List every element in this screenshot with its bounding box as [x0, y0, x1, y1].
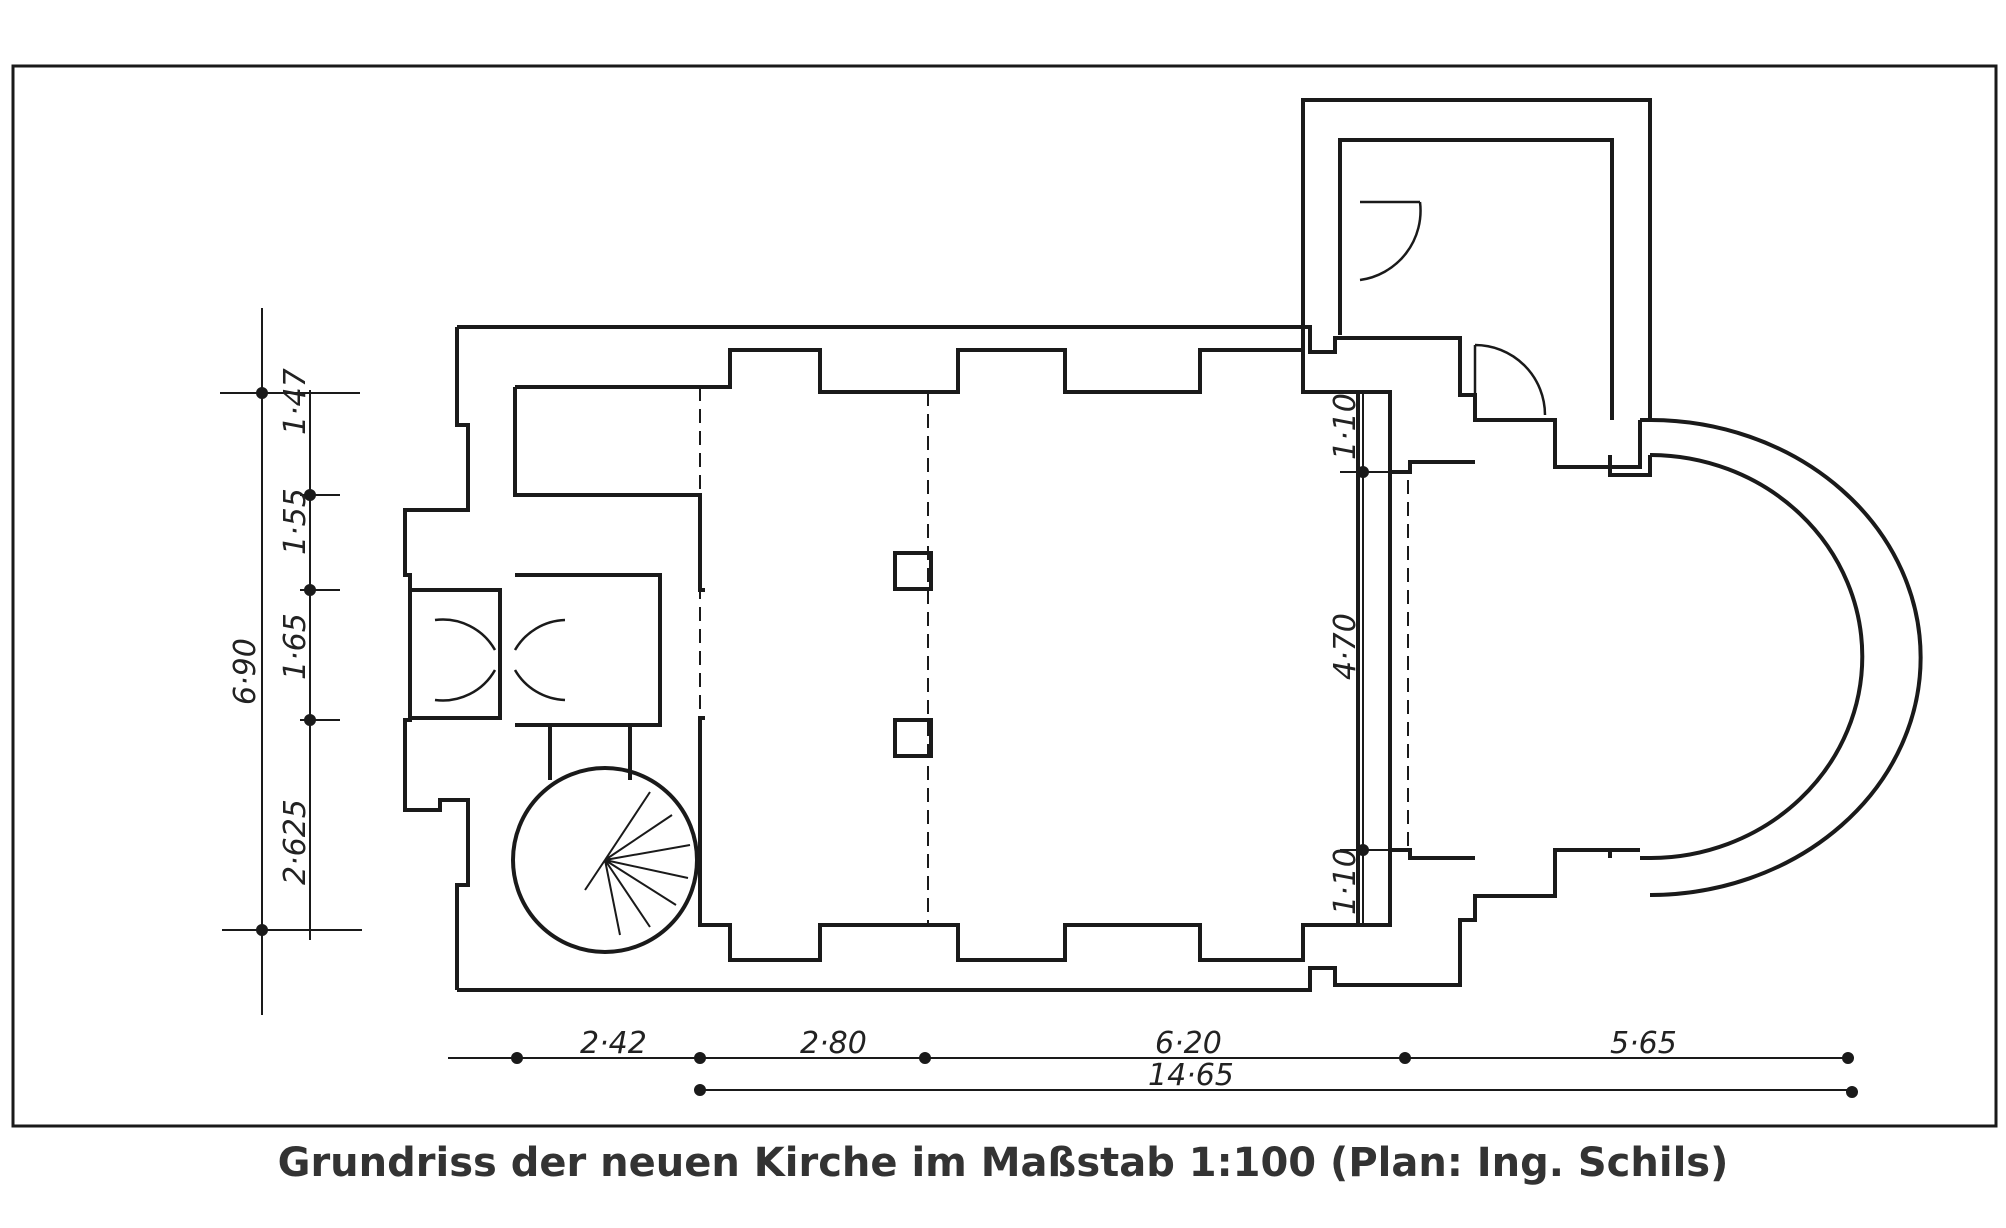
dimension-labels: 2·42 2·80 6·20 5·65 14·65 6·90 1·47 1·55…: [228, 368, 1677, 1093]
dim-right-part-1: 1·10: [1328, 393, 1363, 460]
porch-door-right-2: [513, 669, 566, 702]
nave-west-outer: [403, 327, 470, 990]
porch-outer: [515, 573, 662, 727]
column: [893, 551, 933, 591]
dim-left-total: 6·90: [228, 638, 263, 705]
walls: [403, 98, 1923, 992]
nave-west-inner: [513, 387, 705, 592]
chancel-door: [1473, 343, 1547, 416]
grid-lines: [699, 387, 1409, 925]
doors: [434, 200, 1547, 702]
stair-treads: [584, 791, 691, 936]
nave-south-outer: [457, 848, 1640, 992]
porch-inner: [410, 588, 502, 720]
dim-bottom-1: 2·42: [580, 1026, 647, 1061]
dim-left-part-4: 2·625: [278, 799, 313, 885]
drawing-frame: [11, 64, 1998, 1128]
nave-west-inner-lower: [698, 716, 1475, 962]
dimension-lines: [220, 308, 1858, 1098]
dim-left-part-1: 1·47: [278, 368, 313, 435]
nave-outer-wall: [457, 325, 1642, 469]
sacristy-inner: [1338, 138, 1614, 420]
dim-bottom-3: 6·20: [1155, 1026, 1222, 1061]
dim-bottom-2: 2·80: [800, 1026, 867, 1061]
dim-right-part-2: 4·70: [1328, 613, 1363, 680]
dim-left-part-3: 1·65: [278, 613, 313, 680]
apse-inner: [1649, 453, 1865, 860]
dim-bottom-4: 5·65: [1610, 1026, 1677, 1061]
stair-walls: [548, 725, 632, 780]
sacristy-door: [1359, 200, 1422, 282]
dim-total: 14·65: [1148, 1058, 1234, 1093]
porch-door-right: [513, 618, 566, 651]
column: [893, 718, 933, 758]
columns: [893, 551, 933, 758]
apse-connect: [1608, 418, 1652, 860]
spiral-stair: [511, 766, 699, 954]
dim-left-part-2: 1·55: [278, 488, 313, 555]
plan-caption: Grundriss der neuen Kirche im Maßstab 1:…: [277, 1140, 1729, 1186]
porch-door-left: [434, 618, 497, 651]
porch-door-left-2: [434, 669, 497, 702]
dim-right-part-3: 1·10: [1328, 848, 1363, 915]
apse-outer: [1649, 418, 1923, 897]
sacristy-outer: [1301, 98, 1652, 420]
nave-inner-wall: [515, 348, 1475, 474]
